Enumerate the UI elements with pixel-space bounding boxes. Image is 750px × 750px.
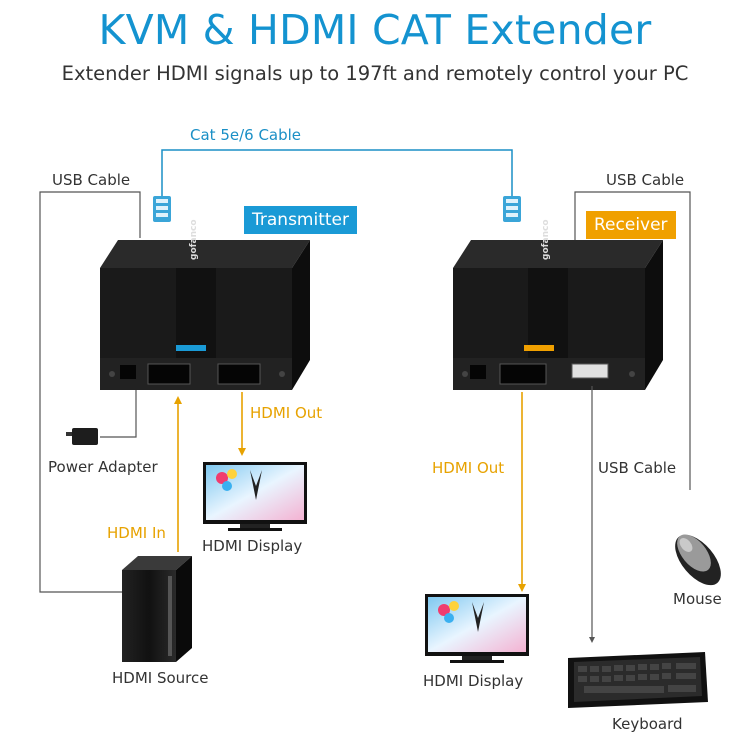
page-title: KVM & HDMI CAT Extender (98, 6, 652, 54)
mouse-icon (675, 534, 721, 586)
transmitter-device: gofanco (100, 219, 310, 390)
power-adapter-icon (66, 428, 98, 445)
transmitter-badge: Transmitter (244, 206, 357, 234)
rj45-connector-right-icon (503, 196, 521, 222)
receiver-device: gofanco (453, 219, 663, 390)
power-cable-line (100, 390, 137, 438)
hdmi-in-label: HDMI In (107, 524, 166, 542)
pc-tower-icon (122, 556, 192, 662)
brand-logo: gofanco (541, 219, 551, 260)
page-subtitle: Extender HDMI signals up to 197ft and re… (61, 62, 689, 85)
brand-logo: gofanco (189, 219, 199, 260)
usb-cable-right-label: USB Cable (606, 171, 685, 189)
keyboard-icon (568, 652, 708, 708)
monitor-tx-icon (203, 462, 307, 531)
receiver-badge: Receiver (586, 211, 676, 239)
monitor-rx-icon (425, 594, 529, 663)
hdmi-out-rx-label: HDMI Out (432, 459, 505, 477)
usb-cable-keyboard-label: USB Cable (598, 459, 677, 477)
keyboard-label: Keyboard (612, 715, 683, 733)
mouse-label: Mouse (673, 590, 722, 608)
hdmi-display-rx-label: HDMI Display (423, 672, 524, 690)
hdmi-out-tx-label: HDMI Out (250, 404, 323, 422)
usb-cable-left-label: USB Cable (52, 171, 131, 189)
hdmi-display-tx-label: HDMI Display (202, 537, 303, 555)
usb-cable-right-line (574, 191, 691, 490)
power-adapter-label: Power Adapter (48, 458, 158, 476)
hdmi-source-label: HDMI Source (112, 669, 209, 687)
cat-cable-line (161, 149, 513, 200)
cat-cable-label: Cat 5e/6 Cable (190, 126, 302, 144)
rj45-connector-left-icon (153, 196, 171, 222)
usb-cable-left-line (39, 191, 141, 593)
